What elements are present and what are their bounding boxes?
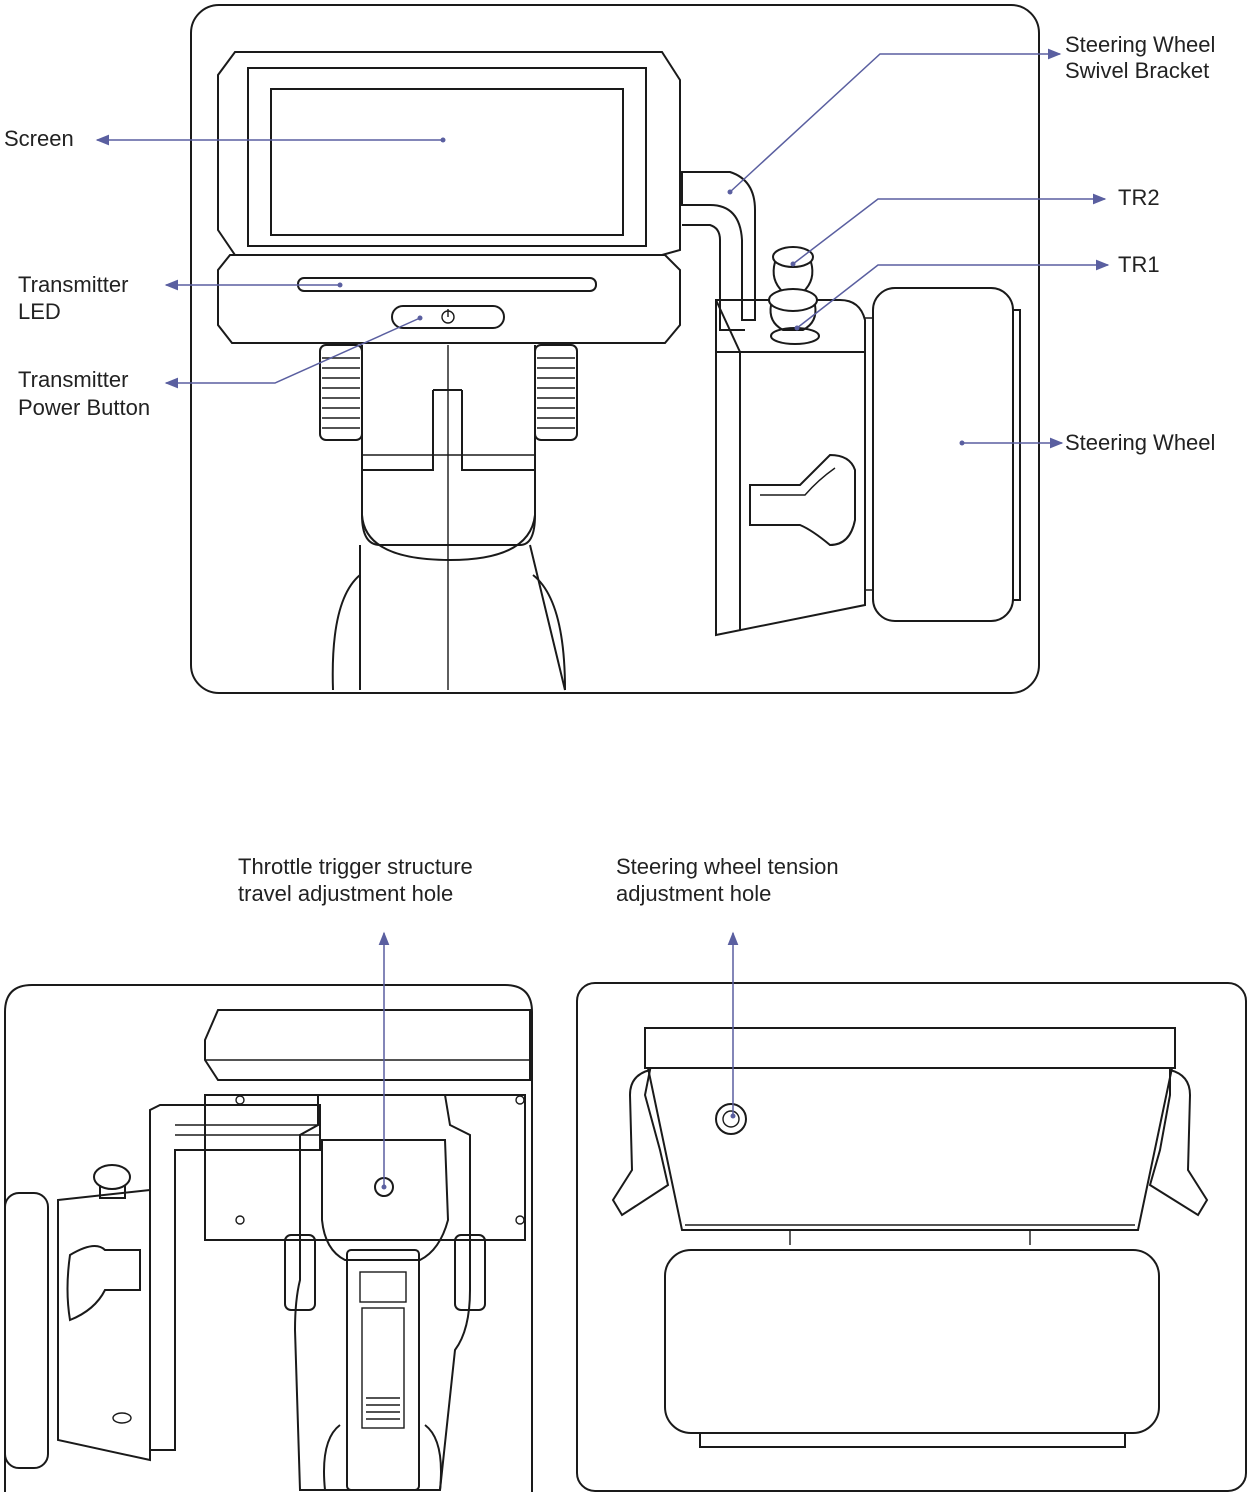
- label-swivel-bracket-line2: Swivel Bracket: [1065, 58, 1210, 83]
- bottom-right-panel: [576, 982, 1247, 1492]
- bottom-left-panel: [4, 984, 533, 1492]
- label-screen: Screen: [4, 126, 74, 151]
- top-panel: [190, 4, 1040, 694]
- label-tension-hole-line2: adjustment hole: [616, 881, 772, 906]
- label-transmitter-led-line1: Transmitter: [18, 272, 129, 297]
- label-transmitter-led-line2: LED: [18, 299, 61, 324]
- screen-housing: [217, 51, 681, 344]
- callout-lines: [95, 48, 1110, 1190]
- label-steering-wheel: Steering Wheel: [1065, 430, 1216, 455]
- swivel-bracket-shape: [681, 171, 756, 331]
- steering-module: [715, 299, 866, 637]
- label-swivel-bracket-line1: Steering Wheel: [1065, 32, 1216, 57]
- label-power-button-line1: Transmitter: [18, 367, 129, 392]
- label-throttle-hole-line1: Throttle trigger structure: [238, 854, 473, 879]
- label-tension-hole-line1: Steering wheel tension: [616, 854, 839, 879]
- label-throttle-hole-line2: travel adjustment hole: [238, 881, 454, 906]
- transmitter-grip: [319, 344, 578, 691]
- label-tr1: TR1: [1118, 252, 1160, 277]
- label-power-button-line2: Power Button: [18, 395, 151, 420]
- label-tr2: TR2: [1118, 185, 1160, 210]
- steering-wheel-shape: [865, 287, 1021, 622]
